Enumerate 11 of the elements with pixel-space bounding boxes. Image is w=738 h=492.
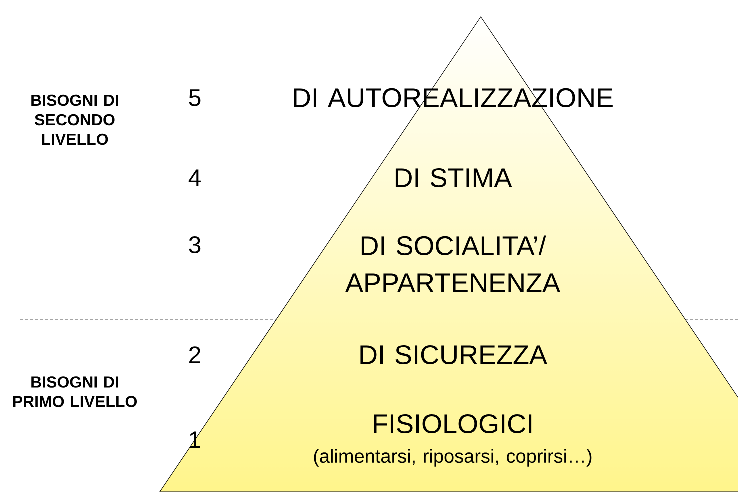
group-label: BISOGNI DI PRIMO LIVELLO xyxy=(13,376,137,408)
level-label: DI STIMA xyxy=(396,168,512,188)
level-label: (alimentarsi, riposarsi, coprirsi…) xyxy=(314,449,592,467)
level-number: 3 xyxy=(189,236,201,254)
level-label: DI SOCIALITA’/ APPARTENENZA xyxy=(346,236,560,292)
level-label: DI SICUREZZA xyxy=(360,345,548,365)
group-label: BISOGNI DI SECONDO LIVELLO xyxy=(32,94,118,146)
level-number: 4 xyxy=(188,170,201,186)
level-label: FISIOLOGICI xyxy=(374,414,532,434)
level-number: 5 xyxy=(189,90,201,106)
level-number: 2 xyxy=(190,346,200,364)
